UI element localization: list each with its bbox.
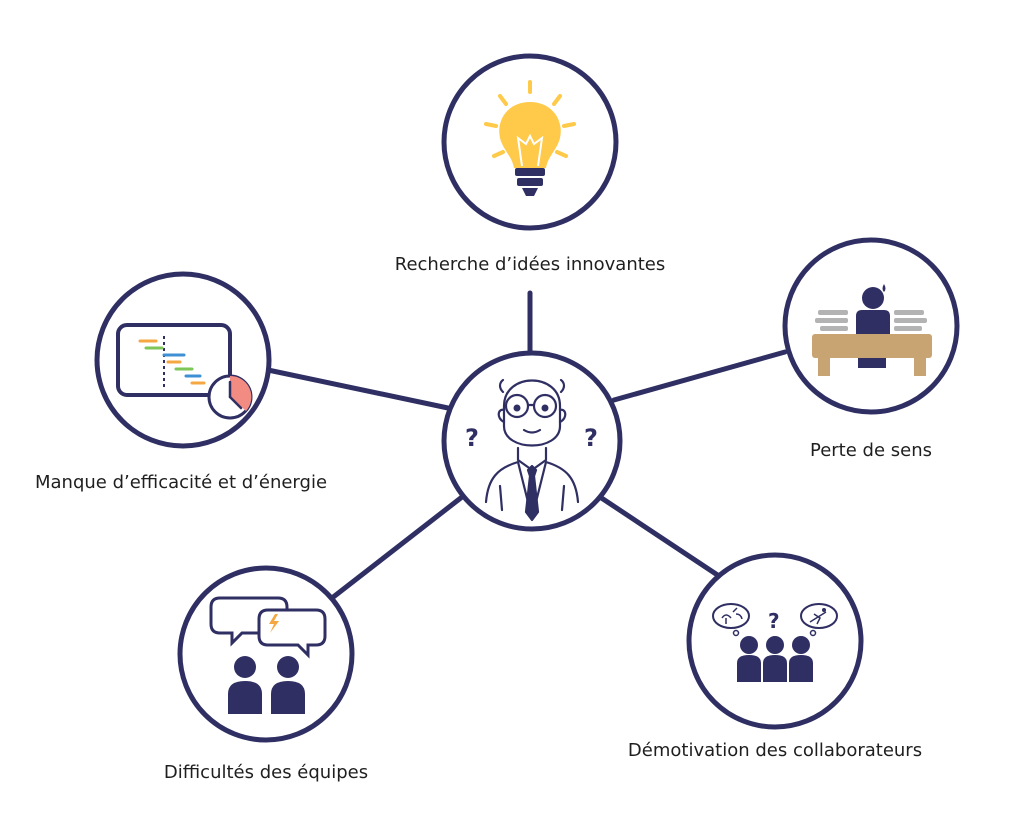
connector-efficacite: [265, 367, 451, 411]
demotivation-question-mark: ?: [768, 609, 780, 633]
connector-demotivation: [597, 494, 725, 581]
node-label-equipes: Difficultés des équipes: [163, 762, 369, 783]
node-sens: [782, 237, 960, 415]
node-label-ideas: Recherche d’idées innovantes: [394, 254, 666, 275]
connector-lines: [265, 290, 788, 601]
center-node: ? ?: [441, 350, 623, 532]
gantt-clock-icon: [116, 323, 253, 420]
center-circle: [441, 350, 623, 532]
desk-worker-icon: [812, 284, 932, 376]
node-label-sens: Perte de sens: [809, 440, 933, 461]
lightbulb-icon: [484, 80, 576, 196]
node-efficacite: [94, 271, 272, 449]
node-demotivation: ?: [686, 552, 864, 730]
daydreaming-team-icon: ?: [712, 603, 838, 682]
node-equipes-circle: [177, 565, 355, 743]
node-label-efficacite: Manque d’efficacité et d’énergie: [34, 472, 328, 493]
node-ideas: [441, 53, 619, 231]
connector-equipes: [329, 494, 465, 601]
connector-sens: [611, 349, 788, 403]
node-label-demotivation: Démotivation des collaborateurs: [627, 740, 923, 761]
node-equipes: [177, 565, 355, 743]
question-mark-right: ?: [584, 424, 598, 452]
team-conflict-icon: [209, 596, 327, 714]
question-mark-left: ?: [465, 424, 479, 452]
confused-man-icon: [484, 378, 580, 522]
